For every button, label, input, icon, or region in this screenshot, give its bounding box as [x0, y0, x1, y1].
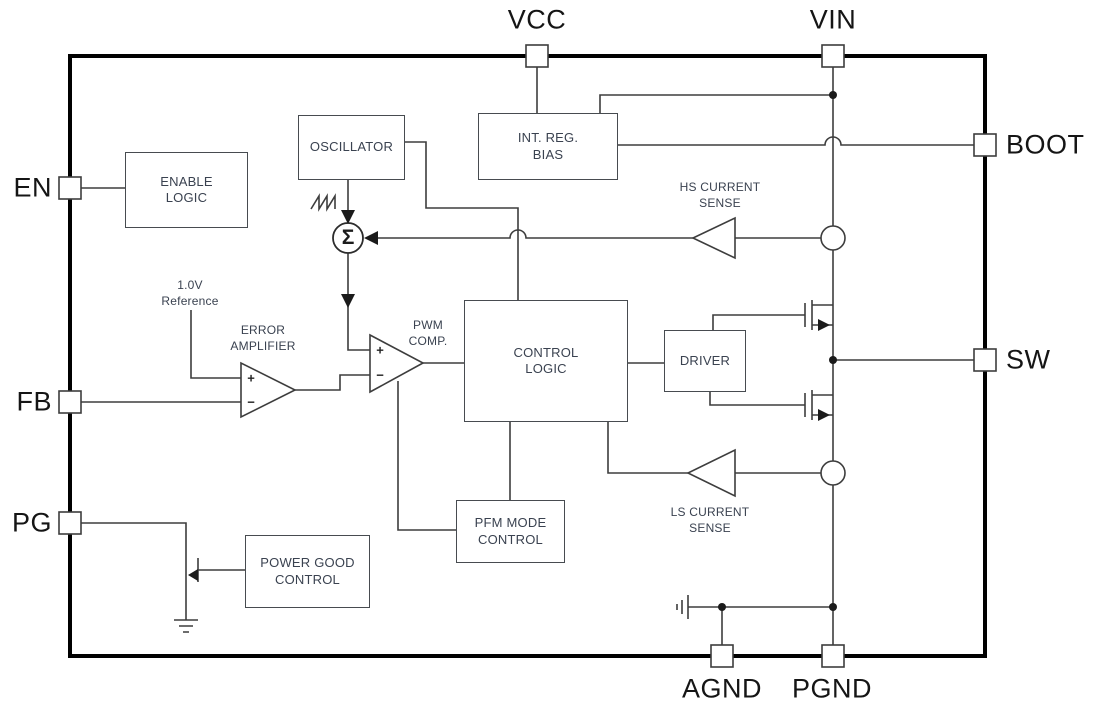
agnd-ground-icon [676, 595, 689, 619]
hs-mosfet-arrow [818, 319, 830, 331]
wire-erramp-to-pwm [295, 374, 370, 391]
block-power-good-control: POWER GOOD CONTROL [245, 535, 370, 608]
pin-label-vin: VIN [809, 4, 857, 35]
wire-pg-to-fet [81, 522, 187, 560]
label-hs-current-sense: HS CURRENT SENSE [679, 180, 761, 210]
hs-current-sense-tap [820, 225, 846, 251]
pin-label-en: EN [13, 172, 52, 203]
pin-label-fb: FB [16, 386, 52, 417]
junction-vin [829, 91, 837, 99]
arrow-sigma-down [341, 294, 355, 308]
pin-pad-pgnd [821, 644, 845, 668]
pin-pads [58, 44, 997, 668]
sawtooth-icon [310, 193, 336, 212]
pin-pad-fb [58, 390, 82, 414]
pwm-comparator-triangle [369, 333, 425, 394]
arrow-hssense-into-sigma [364, 231, 378, 245]
junction-dots [718, 91, 837, 611]
block-oscillator: OSCILLATOR [298, 115, 405, 180]
label-error-amplifier: ERROR AMPLIFIER [230, 323, 296, 353]
pin-pad-agnd [710, 644, 734, 668]
wire-osc-to-control-logic [405, 141, 519, 300]
wire-lssense-to-control-logic [607, 422, 688, 474]
error-amplifier-triangle [240, 361, 297, 419]
pwm-comp-minus-input: − [376, 367, 384, 383]
wire-pwm-to-pfm [397, 381, 456, 531]
arrowheads [188, 210, 830, 581]
pin-pad-pg [58, 511, 82, 535]
label-ls-current-sense: LS CURRENT SENSE [670, 505, 750, 535]
error-amp-plus-input: + [247, 370, 255, 386]
ls-current-sense-tap [820, 460, 846, 486]
wire-hssense-to-sigma [378, 229, 693, 239]
pin-pad-vcc [525, 44, 549, 68]
ground-icon [174, 619, 198, 633]
pin-pad-boot [973, 133, 997, 157]
wire-bias-to-vin [599, 94, 833, 113]
pin-label-vcc: VCC [507, 4, 567, 35]
pin-label-pgnd: PGND [791, 673, 873, 704]
block-control-logic: CONTROL LOGIC [464, 300, 628, 422]
wire-sigma-to-pwm [347, 253, 370, 351]
pin-label-agnd: AGND [681, 673, 763, 704]
block-enable-logic: ENABLE LOGIC [125, 152, 248, 228]
hs-current-sense-triangle [691, 216, 736, 260]
wire-reference-to-erramp [190, 310, 241, 379]
junction-agnd [718, 603, 726, 611]
label-reference: 1.0V Reference [161, 278, 219, 308]
wire-group [81, 67, 974, 645]
pin-pad-en [58, 176, 82, 200]
sigma-symbol: Σ [341, 226, 355, 250]
junction-pgnd [829, 603, 837, 611]
pin-pad-sw [973, 348, 997, 372]
block-driver: DRIVER [664, 330, 746, 392]
pin-label-sw: SW [1006, 344, 1051, 375]
ls-current-sense-triangle [686, 448, 736, 498]
ls-mosfet-arrow [818, 409, 830, 421]
triangle-group [240, 216, 736, 498]
wire-driver-to-ls-gate [709, 391, 805, 406]
error-amp-minus-input: − [247, 394, 255, 410]
wire-driver-to-hs-gate [712, 314, 805, 331]
junction-sw [829, 356, 837, 364]
pin-label-boot: BOOT [1006, 129, 1085, 160]
pin-pad-vin [821, 44, 845, 68]
pg-mosfet-arrow [188, 569, 198, 581]
pin-label-pg: PG [11, 507, 52, 538]
pwm-comp-plus-input: + [376, 342, 384, 358]
label-pwm-comp: PWM COMP. [408, 318, 448, 348]
block-pfm-mode-control: PFM MODE CONTROL [456, 500, 565, 563]
block-int-reg-bias: INT. REG. BIAS [478, 113, 618, 180]
wire-bias-to-boot [618, 136, 974, 146]
arrow-osc-into-sigma [341, 210, 355, 224]
